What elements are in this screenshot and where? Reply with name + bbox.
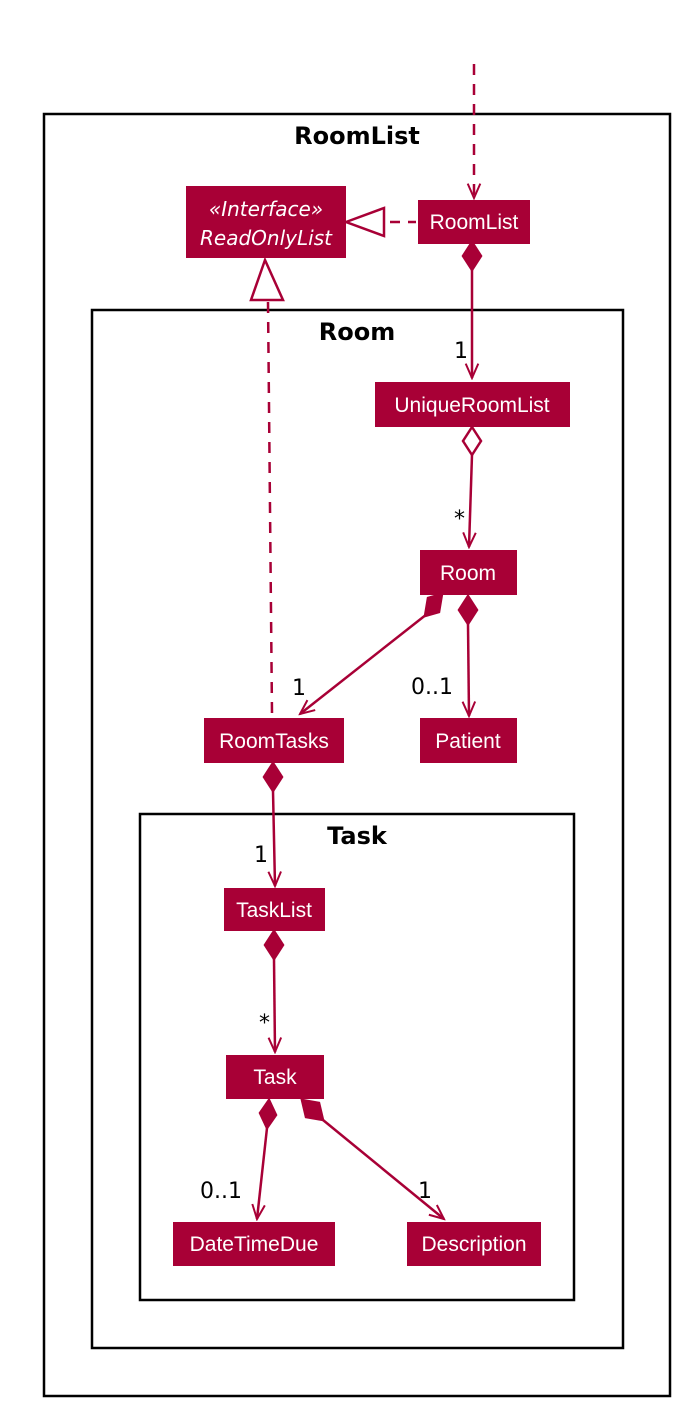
class-room-tasks-name: RoomTasks [219, 730, 329, 753]
multiplicity-task-description: 1 [418, 1179, 432, 1204]
class-description[interactable]: Description [407, 1222, 541, 1266]
composition-task-datetimedue-edge [257, 1127, 269, 1219]
class-date-time-due[interactable]: DateTimeDue [173, 1222, 335, 1266]
composition-room-roomtasks-edge [300, 613, 428, 714]
realization-roomtasks-edge [266, 301, 274, 715]
realization-roomtasks-triangle [249, 256, 285, 302]
composition-tasklist-task-edge [274, 958, 275, 1052]
multiplicity-roomlist-unique: 1 [454, 339, 468, 364]
class-patient[interactable]: Patient [420, 718, 517, 763]
composition-roomlist-diamond [461, 239, 483, 273]
multiplicity-tasklist-task: * [259, 1011, 270, 1036]
class-read-only-list-name: ReadOnlyList [200, 226, 333, 250]
multiplicity-unique-room: * [454, 507, 465, 532]
composition-room-patient-edge [468, 623, 469, 716]
class-task-list[interactable]: TaskList [224, 888, 325, 931]
composition-task-datetimedue-diamond [258, 1097, 278, 1131]
class-task[interactable]: Task [226, 1055, 324, 1099]
class-room-name: Room [440, 562, 496, 585]
class-date-time-due-name: DateTimeDue [190, 1233, 319, 1256]
composition-task-description-edge [322, 1119, 444, 1219]
package-roomlist-frame [42, 112, 672, 1398]
class-read-only-list-stereotype: «Interface» [209, 197, 323, 221]
composition-room-patient-diamond [457, 593, 479, 627]
multiplicity-task-datetimedue: 0..1 [200, 1179, 242, 1204]
multiplicity-roomtasks-tasklist: 1 [254, 843, 268, 868]
class-room-list-name: RoomList [430, 211, 519, 234]
class-patient-name: Patient [435, 730, 501, 753]
package-task-title: Task [327, 822, 388, 850]
package-task: Task [138, 812, 576, 1302]
class-task-name: Task [253, 1066, 297, 1089]
class-unique-room-list[interactable]: UniqueRoomList [375, 382, 570, 427]
composition-task-description-diamond [300, 1098, 325, 1122]
multiplicity-room-roomtasks: 1 [292, 676, 306, 701]
multiplicity-room-patient: 0..1 [411, 675, 453, 700]
aggregation-unique-room-edge [469, 454, 472, 547]
composition-room-roomtasks-diamond [423, 592, 444, 618]
package-roomlist-title: RoomList [294, 122, 420, 150]
package-task-frame [138, 812, 576, 1302]
class-task-list-name: TaskList [236, 899, 312, 922]
class-read-only-list[interactable]: «Interface» ReadOnlyList [186, 186, 346, 258]
package-roomlist: RoomList [42, 112, 672, 1398]
class-room-tasks[interactable]: RoomTasks [204, 718, 344, 763]
composition-roomtasks-tasklist-edge [273, 790, 275, 886]
class-unique-room-list-name: UniqueRoomList [394, 394, 549, 417]
class-description-name: Description [421, 1233, 526, 1256]
composition-tasklist-diamond [263, 928, 285, 962]
package-room-title: Room [319, 318, 395, 346]
class-room[interactable]: Room [420, 550, 517, 595]
class-room-list[interactable]: RoomList [418, 200, 530, 244]
package-room: Room [90, 308, 625, 1350]
realization-roomlist-triangle [342, 206, 386, 238]
aggregation-unique-diamond [461, 424, 483, 458]
package-room-frame [90, 308, 625, 1350]
composition-roomtasks-diamond [262, 760, 284, 794]
